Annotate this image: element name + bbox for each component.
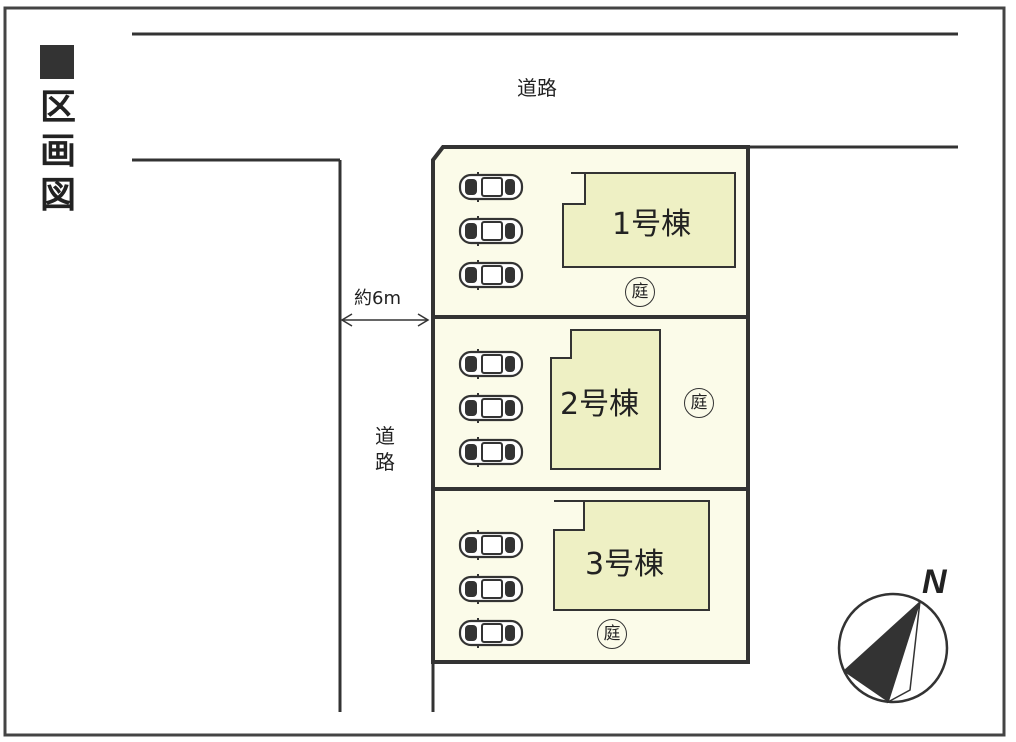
compass-needle-dark <box>843 601 920 702</box>
parking-lot-1 <box>458 172 524 290</box>
compass-north-letter: N <box>922 563 948 601</box>
road-top-label: 道路 <box>517 76 557 100</box>
building-1-footprint <box>562 172 736 268</box>
car-icon <box>458 618 524 648</box>
garden-3-marker: 庭 <box>597 619 627 649</box>
page-title: 区 画 図 <box>37 86 79 218</box>
road-left-char: 路 <box>375 450 395 474</box>
garden-1-marker: 庭 <box>625 277 655 307</box>
compass-needle-light <box>886 600 921 704</box>
outer-border <box>3 6 1006 737</box>
north-compass: N <box>837 563 949 704</box>
road-left-label: 道 路 <box>370 423 400 475</box>
car-icon <box>458 260 524 290</box>
title-marker <box>40 45 74 79</box>
parking-lot-2 <box>458 349 524 467</box>
title-char: 画 <box>39 131 76 172</box>
title-char: 区 <box>39 87 76 128</box>
building-3-footprint <box>553 500 710 611</box>
parking-lot-3 <box>458 530 524 648</box>
car-icon <box>458 393 524 423</box>
building-3-label: 3号棟 <box>585 547 665 582</box>
dimension-arrowhead-right <box>417 313 430 327</box>
title-char: 図 <box>39 175 76 216</box>
road-width-label: 約6m <box>354 288 401 309</box>
building-2-label: 2号棟 <box>560 387 640 422</box>
car-icon <box>458 216 524 246</box>
building-1-label: 1号棟 <box>612 207 692 242</box>
car-icon <box>458 530 524 560</box>
car-icon <box>458 172 524 202</box>
dimension-arrowhead-left <box>340 313 353 327</box>
car-icon <box>458 349 524 379</box>
garden-2-marker: 庭 <box>684 388 714 418</box>
building-2-footprint <box>550 329 661 470</box>
car-icon <box>458 437 524 467</box>
car-icon <box>458 574 524 604</box>
road-left-char: 道 <box>375 424 395 448</box>
development-boundary <box>431 145 750 664</box>
